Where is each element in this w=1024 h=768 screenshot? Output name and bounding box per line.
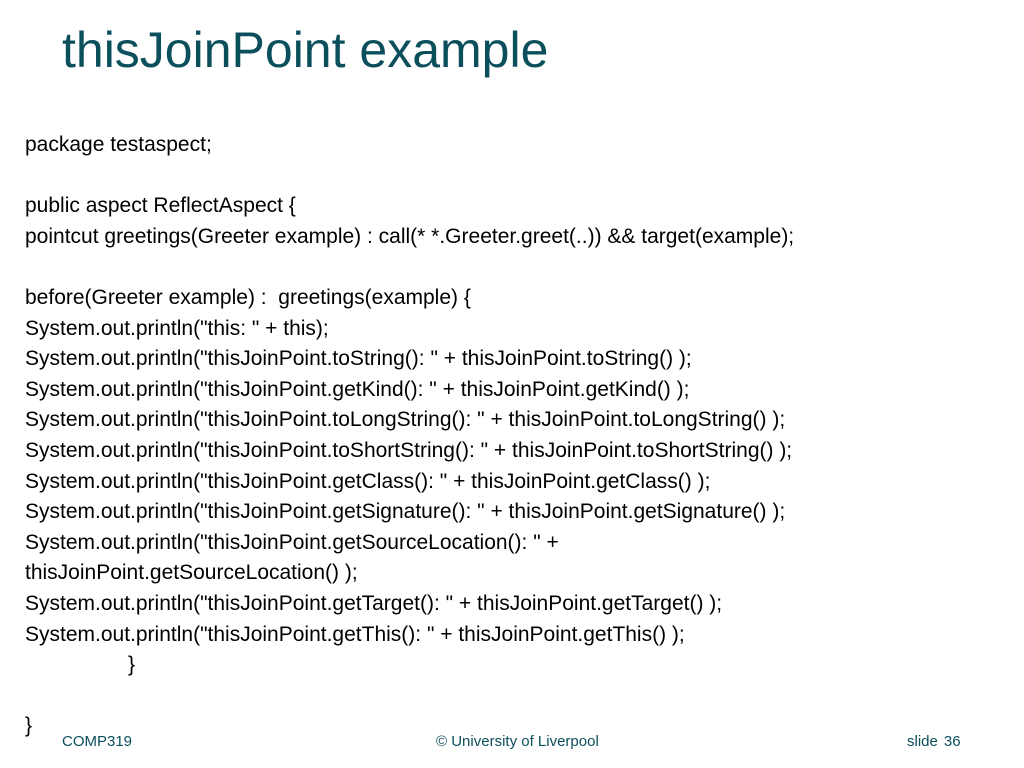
code-line: System.out.println("thisJoinPoint.toLong… xyxy=(25,408,786,432)
footer-copyright: © University of Liverpool xyxy=(436,733,599,750)
code-line: before(Greeter example) : greetings(exam… xyxy=(25,285,471,309)
code-line: thisJoinPoint.getSourceLocation() ); xyxy=(25,561,358,585)
slide-label: slide xyxy=(907,733,938,750)
footer-course-code: COMP319 xyxy=(62,733,133,750)
code-line-blank xyxy=(25,252,1015,283)
code-line: System.out.println("thisJoinPoint.toStri… xyxy=(25,347,692,371)
slide-title: thisJoinPoint example xyxy=(62,22,549,78)
code-line: public aspect ReflectAspect { xyxy=(25,194,296,218)
code-line: System.out.println("thisJoinPoint.getSig… xyxy=(25,500,786,524)
code-line-blank xyxy=(25,681,1015,712)
code-line-blank xyxy=(25,161,1015,192)
code-line: package testaspect; xyxy=(25,133,212,156)
code-line: System.out.println("thisJoinPoint.getTar… xyxy=(25,591,723,615)
code-line: System.out.println("thisJoinPoint.getKin… xyxy=(25,377,690,401)
code-line: System.out.println("thisJoinPoint.toShor… xyxy=(25,438,793,462)
code-line-closing-brace: } xyxy=(128,653,136,677)
code-line: System.out.println("thisJoinPoint.getCla… xyxy=(25,469,711,493)
slide-number: 36 xyxy=(943,733,961,750)
code-listing: package testaspect; public aspect Reflec… xyxy=(25,130,1015,742)
code-line-closing-brace: } xyxy=(25,714,33,738)
code-line: System.out.println("this: " + this); xyxy=(25,316,329,340)
code-line: pointcut greetings(Greeter example) : ca… xyxy=(25,224,795,248)
code-line: System.out.println("thisJoinPoint.getThi… xyxy=(25,622,685,646)
footer-slide-indicator: slide 36 xyxy=(907,732,961,752)
code-line: System.out.println("thisJoinPoint.getSou… xyxy=(25,530,559,554)
